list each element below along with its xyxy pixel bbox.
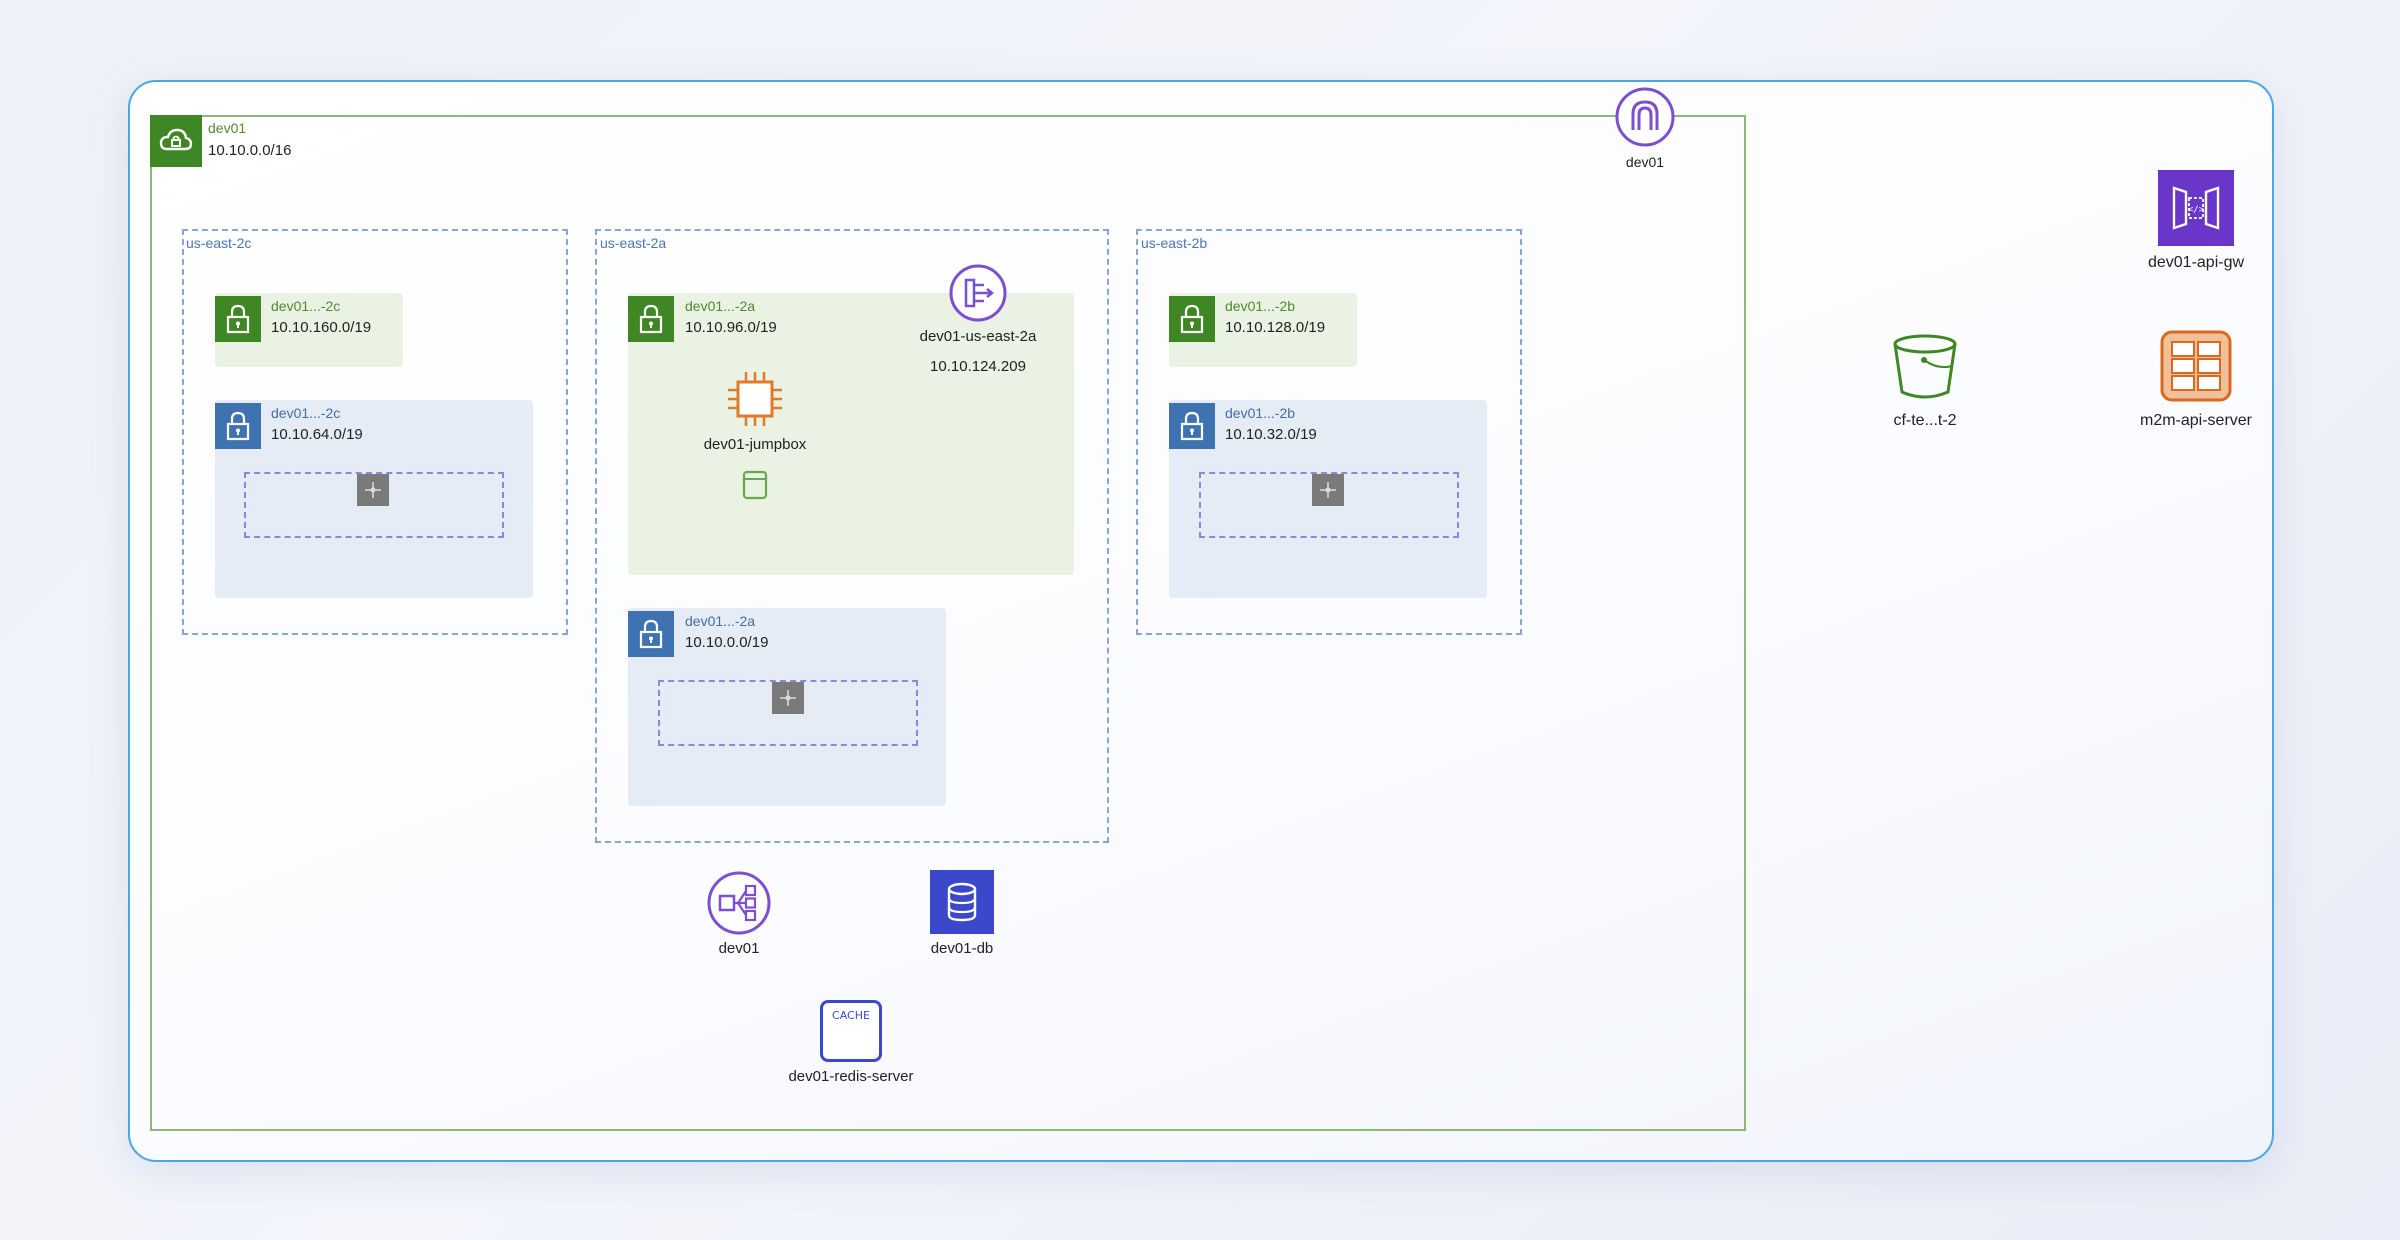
load-balancer-icon[interactable]: [706, 870, 772, 936]
az-label: us-east-2c: [186, 235, 252, 251]
internet-gateway-label: dev01: [1625, 154, 1665, 170]
az-us-east-2b[interactable]: [1136, 229, 1522, 635]
lock-icon: [215, 296, 261, 342]
lock-icon: [628, 611, 674, 657]
api-gateway-label: dev01-api-gw: [2147, 254, 2245, 271]
public-subnet-2a[interactable]: [628, 293, 1074, 575]
cache-label: dev01-redis-server: [788, 1068, 914, 1085]
nat-gateway-label: dev01-us-east-2a: [919, 328, 1037, 345]
server-rack-icon[interactable]: [2158, 328, 2234, 404]
subnet-cidr: 10.10.0.0/19: [685, 634, 769, 651]
s3-bucket-icon[interactable]: [1888, 330, 1962, 404]
subnet-cidr: 10.10.32.0/19: [1225, 426, 1317, 443]
network-interface-icon[interactable]: [357, 474, 389, 506]
security-group[interactable]: [244, 472, 504, 538]
api-gateway-icon[interactable]: </>: [2158, 170, 2234, 246]
network-interface-icon[interactable]: [1312, 474, 1344, 506]
subnet-cidr: 10.10.96.0/19: [685, 319, 777, 336]
subnet-name: dev01...-2b: [1225, 405, 1296, 421]
ebs-volume-icon[interactable]: [740, 468, 770, 502]
database-label: dev01-db: [930, 940, 994, 957]
az-label: us-east-2a: [600, 235, 667, 251]
database-icon[interactable]: [930, 870, 994, 934]
internet-gateway-icon[interactable]: [1614, 86, 1676, 148]
nat-gateway-ip: 10.10.124.209: [930, 358, 1026, 375]
security-group[interactable]: [658, 680, 918, 746]
subnet-name: dev01...-2b: [1225, 298, 1296, 314]
vpc-cidr: 10.10.0.0/16: [208, 142, 292, 159]
diagram-canvas: [128, 80, 2274, 1162]
subnet-cidr: 10.10.160.0/19: [271, 319, 372, 336]
lock-icon: [628, 296, 674, 342]
load-balancer-label: dev01: [718, 940, 760, 957]
s3-bucket-label: cf-te...t-2: [1893, 412, 1957, 429]
subnet-cidr: 10.10.128.0/19: [1225, 319, 1326, 336]
ec2-label: dev01-jumpbox: [703, 436, 807, 453]
network-interface-icon[interactable]: [772, 682, 804, 714]
vpc-name: dev01: [208, 120, 247, 136]
svg-text:</>: </>: [2188, 205, 2205, 215]
cache-badge: CACHE: [832, 1009, 870, 1022]
cache-icon[interactable]: CACHE: [820, 1000, 882, 1062]
lock-icon: [215, 403, 261, 449]
subnet-cidr: 10.10.64.0/19: [271, 426, 363, 443]
server-label: m2m-api-server: [2139, 412, 2252, 429]
nat-gateway-icon[interactable]: [948, 263, 1008, 323]
vpc-cloud-icon: [150, 115, 202, 167]
security-group[interactable]: [1199, 472, 1459, 538]
lock-icon: [1169, 403, 1215, 449]
subnet-name: dev01...-2c: [271, 405, 341, 421]
lock-icon: [1169, 296, 1215, 342]
subnet-name: dev01...-2a: [685, 613, 756, 629]
vpc-boundary[interactable]: [150, 115, 1746, 1131]
subnet-name: dev01...-2a: [685, 298, 756, 314]
subnet-name: dev01...-2c: [271, 298, 341, 314]
az-us-east-2c[interactable]: [182, 229, 568, 635]
az-us-east-2a[interactable]: [595, 229, 1109, 843]
az-label: us-east-2b: [1141, 235, 1208, 251]
ec2-chip-icon[interactable]: [724, 368, 786, 430]
